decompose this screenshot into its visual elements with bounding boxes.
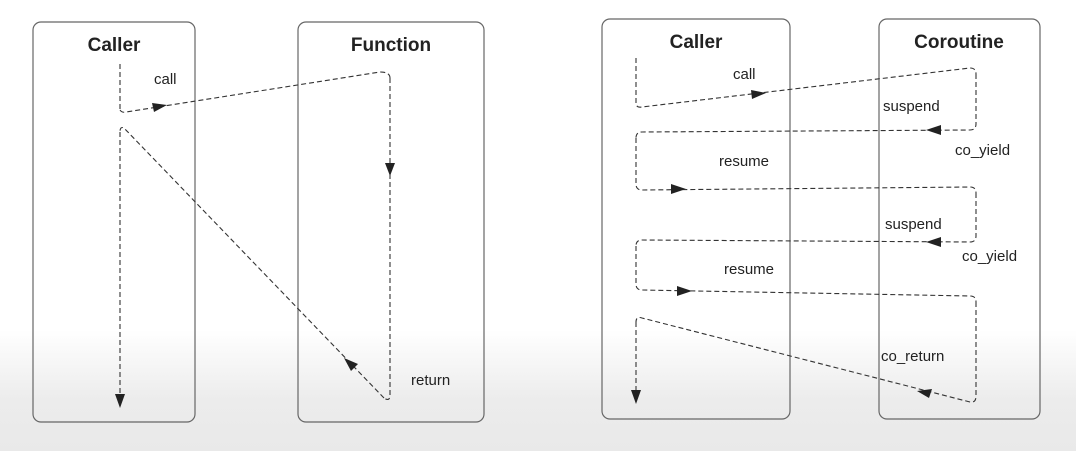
left-caller-title: Caller bbox=[88, 35, 141, 56]
right-diagram: Caller Coroutine call suspend co_yield r… bbox=[601, 18, 1041, 420]
return-label: return bbox=[411, 372, 450, 389]
function-execution-line bbox=[383, 78, 391, 400]
suspend-label-1: suspend bbox=[883, 98, 940, 115]
co-return-label: co_return bbox=[881, 348, 944, 365]
return-arrowhead bbox=[344, 358, 358, 371]
function-down-arrowhead bbox=[385, 163, 395, 176]
co-yield-label-2: co_yield bbox=[962, 248, 1017, 265]
return-flow-line bbox=[119, 126, 385, 399]
function-title: Function bbox=[351, 35, 431, 56]
right-call-label: call bbox=[733, 66, 756, 83]
resume-arrowhead-2 bbox=[677, 286, 692, 296]
coroutine-call-arrowhead bbox=[751, 90, 766, 99]
right-caller-title: Caller bbox=[670, 32, 723, 53]
suspend-arrowhead-1 bbox=[926, 125, 941, 135]
resume-arrowhead-1 bbox=[671, 184, 686, 194]
coroutine-caller-down-arrowhead bbox=[631, 390, 641, 404]
function-box bbox=[297, 21, 485, 423]
call-flow-line bbox=[119, 71, 391, 113]
suspend-label-2: suspend bbox=[885, 216, 942, 233]
right-caller-box bbox=[601, 18, 791, 420]
co-yield-label-1: co_yield bbox=[955, 142, 1010, 159]
suspend-arrowhead-2 bbox=[926, 237, 941, 247]
resume-label-1: resume bbox=[719, 153, 769, 170]
resume-label-2: resume bbox=[724, 261, 774, 278]
co-return-arrowhead bbox=[917, 389, 932, 398]
resume-line-1 bbox=[635, 138, 977, 194]
suspend-line-1 bbox=[635, 74, 977, 139]
call-arrowhead bbox=[152, 103, 167, 112]
left-call-label: call bbox=[154, 71, 177, 88]
left-caller-box bbox=[32, 21, 196, 423]
left-diagram: Caller Function call return bbox=[32, 21, 485, 423]
resume-line-2 bbox=[635, 246, 977, 303]
coroutine-box bbox=[878, 18, 1041, 420]
co-return-line bbox=[635, 302, 977, 403]
caller-down-arrowhead bbox=[115, 394, 125, 408]
suspend-line-2 bbox=[635, 193, 977, 247]
coroutine-title: Coroutine bbox=[914, 32, 1004, 53]
